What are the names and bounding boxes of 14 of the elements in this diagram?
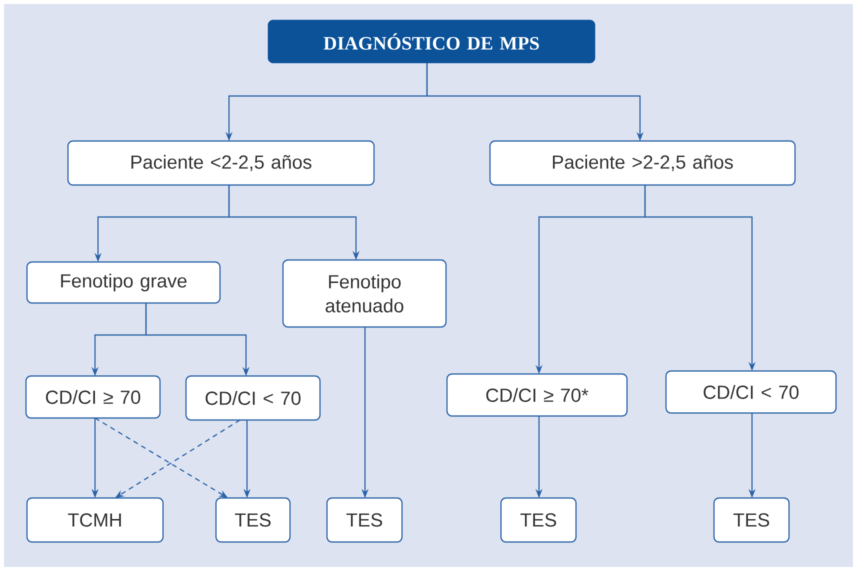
process-box: CD/CI ≥ 70* bbox=[446, 373, 628, 417]
process-box: TES bbox=[500, 497, 577, 543]
process-box: Fenotipo grave bbox=[26, 261, 221, 304]
process-box: TES bbox=[215, 497, 291, 543]
title-box: DIAGNÓSTICO DE MPS bbox=[268, 20, 596, 64]
process-box: CD/CI < 70 bbox=[665, 370, 837, 414]
process-box: Paciente >2-2,5 años bbox=[489, 140, 796, 186]
process-box: Paciente <2-2,5 años bbox=[67, 140, 375, 186]
process-box: CD/CI ≥ 70 bbox=[25, 375, 161, 419]
process-box: TES bbox=[713, 497, 790, 543]
process-box: TES bbox=[326, 497, 403, 543]
process-box: CD/CI < 70 bbox=[185, 375, 321, 421]
process-box: TCMH bbox=[26, 497, 164, 543]
process-box: Fenotipo atenuado bbox=[282, 259, 447, 328]
